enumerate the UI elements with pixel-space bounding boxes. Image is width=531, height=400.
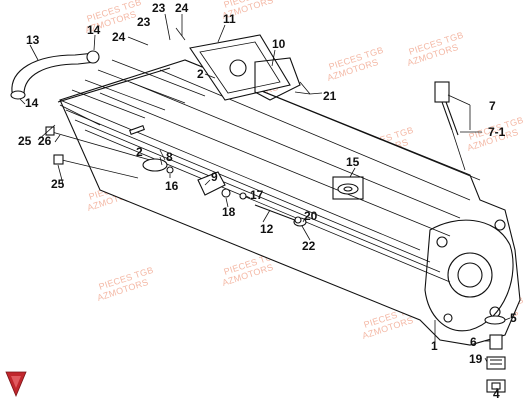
callout-c23a: 23 [152, 1, 166, 15]
callout-c23b: 23 [137, 15, 151, 29]
callout-c14a: 14 [87, 23, 101, 37]
callout-c11: 11 [223, 12, 236, 26]
callout-c7: 7 [489, 99, 496, 113]
callout-c24a: 24 [175, 1, 189, 15]
callout-c1: 1 [431, 339, 438, 353]
callout-c18: 18 [222, 205, 236, 219]
callout-c5: 5 [510, 311, 517, 325]
callout-c15: 15 [346, 155, 360, 169]
drain-plug-stack [484, 315, 506, 393]
breather-hose [10, 50, 100, 100]
callout-c16: 16 [165, 179, 179, 193]
callout-c2b: 2 [136, 145, 143, 159]
callout-c19: 19 [469, 352, 483, 366]
callout-c20: 20 [304, 209, 318, 223]
callout-c7_1: 7-1 [488, 125, 506, 139]
callout-c2a: 2 [197, 67, 204, 81]
gasket [254, 57, 301, 101]
crankcase-housing [59, 59, 521, 346]
callout-labels: 12245677-1891011121314141516171819202122… [18, 1, 517, 400]
leader-lines [19, 13, 511, 392]
callout-c13: 13 [26, 33, 40, 47]
callout-c25a: 25 [18, 134, 32, 148]
callout-c26: 26 [38, 134, 52, 148]
callout-c8: 8 [166, 150, 173, 164]
cover-plate [189, 34, 291, 101]
callout-c24b: 24 [112, 30, 126, 44]
dipstick-assembly [434, 81, 466, 171]
boxed-bearing [332, 176, 364, 200]
callout-c14b: 14 [25, 96, 39, 110]
callout-c21: 21 [323, 89, 337, 103]
callout-c10: 10 [272, 37, 286, 51]
callout-c6: 6 [470, 335, 477, 349]
long-bolts [45, 59, 206, 179]
callout-c4: 4 [493, 387, 500, 400]
callout-c25b: 25 [51, 177, 65, 191]
callout-c12: 12 [260, 222, 274, 236]
callout-c9: 9 [211, 170, 218, 184]
callout-c17: 17 [250, 188, 264, 202]
callout-c22: 22 [302, 239, 316, 253]
brand-logo [5, 371, 27, 398]
